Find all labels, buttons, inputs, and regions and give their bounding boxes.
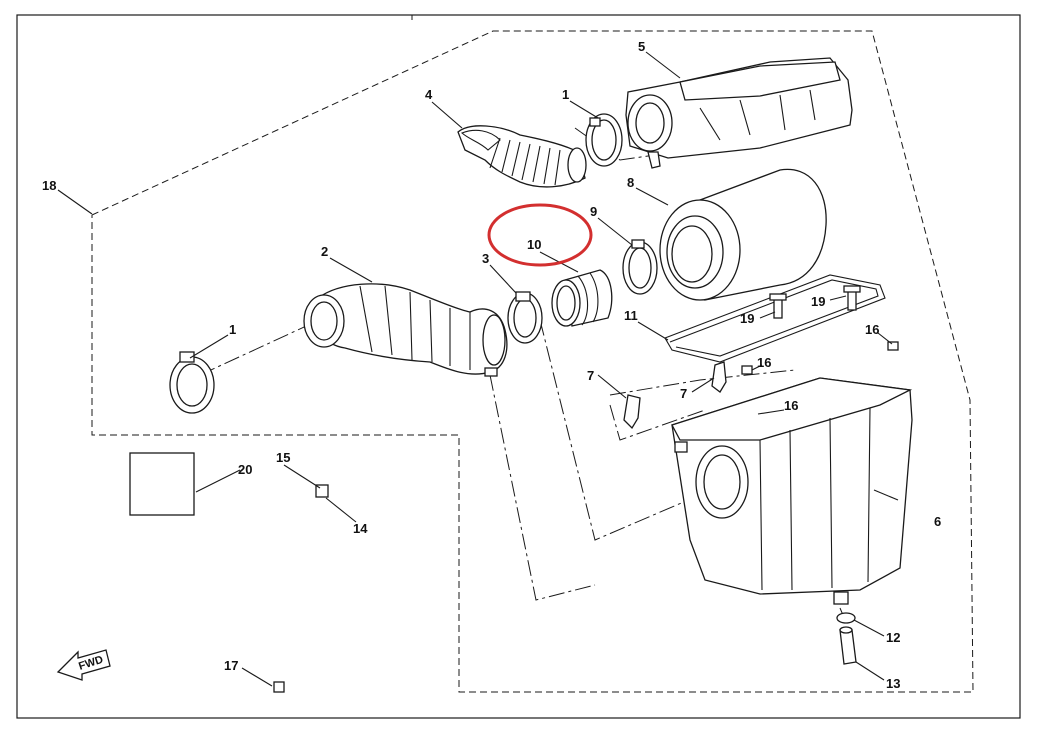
callout-5: 5	[638, 39, 645, 54]
part-1-upper-clamp	[585, 113, 623, 167]
callout-19-right: 19	[811, 294, 825, 309]
callout-13: 13	[886, 676, 900, 691]
callout-19-left: 19	[740, 311, 754, 326]
part-14-breather-hose	[223, 488, 319, 689]
callout-4: 4	[425, 87, 433, 102]
part-10-coupler	[551, 269, 613, 327]
callout-7-right: 7	[680, 386, 687, 401]
part-20-label	[129, 452, 195, 516]
part-8-air-filter	[659, 168, 827, 301]
callout-10: 10	[527, 237, 541, 252]
callout-15: 15	[276, 450, 290, 465]
part-9-clamp	[622, 239, 658, 295]
part-11-gasket	[664, 274, 886, 363]
part-12-drain-clamp	[836, 612, 856, 624]
callout-9: 9	[590, 204, 597, 219]
callout-11: 11	[624, 308, 638, 323]
callout-6: 6	[934, 514, 941, 529]
callout-17: 17	[224, 658, 238, 673]
part-4-intake-snorkel	[457, 125, 587, 188]
callout-1-upper: 1	[562, 87, 569, 102]
part-19-bolts	[769, 285, 861, 319]
callout-8: 8	[627, 175, 634, 190]
callout-1-lower: 1	[229, 322, 236, 337]
callout-3: 3	[482, 251, 489, 266]
callout-7-left: 7	[587, 368, 594, 383]
part-17-hose-clamp	[273, 681, 285, 693]
callout-16-b: 16	[784, 398, 798, 413]
forward-arrow-icon: FWD	[56, 649, 111, 681]
callout-16-c: 16	[865, 322, 879, 337]
part-3-clamp	[507, 291, 543, 344]
leader-lines	[57, 51, 899, 687]
highlight-circle	[487, 203, 593, 267]
callout-2: 2	[321, 244, 328, 259]
callout-18: 18	[42, 178, 56, 193]
callout-12: 12	[886, 630, 900, 645]
assembly-lines	[199, 127, 846, 621]
callout-16-a: 16	[757, 355, 771, 370]
diagram-frame	[16, 14, 1021, 719]
callout-14: 14	[353, 521, 368, 536]
part-2-intake-duct	[303, 283, 508, 377]
part-1-lower-clamp	[169, 351, 215, 414]
part-7-clips	[623, 361, 727, 430]
part-5-airbox-lid	[625, 57, 853, 169]
assembly-boundary	[91, 30, 974, 693]
callout-20: 20	[238, 462, 252, 477]
part-6-airbox-housing	[671, 377, 913, 605]
part-13-drain-valve	[839, 626, 857, 665]
